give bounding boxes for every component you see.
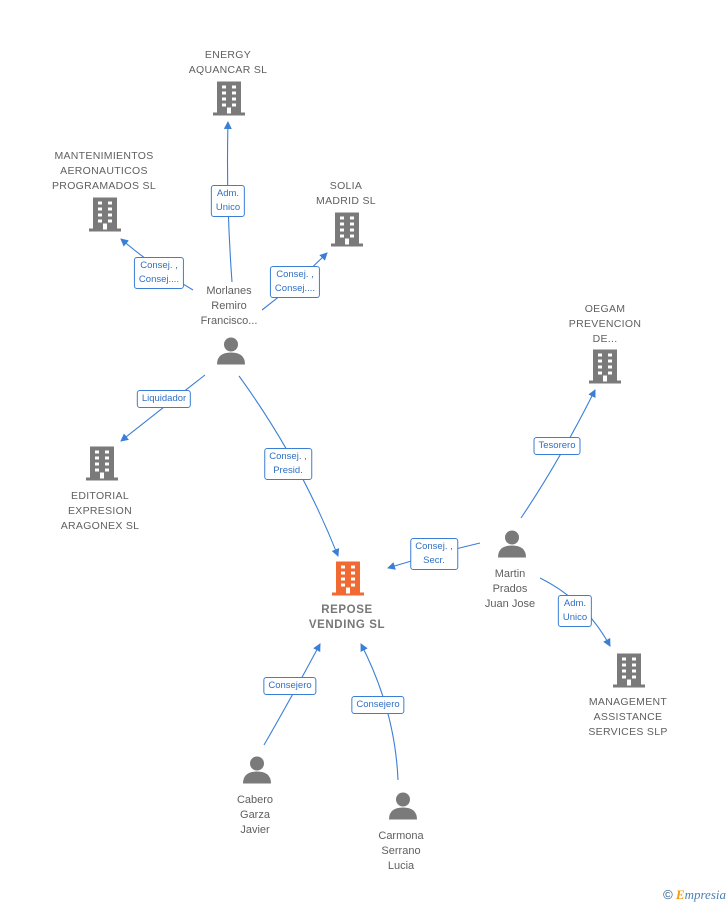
company-name-line: EDITORIAL [71,490,129,502]
role-label-consejero[interactable]: Consejero [351,696,405,714]
company-editorial-expresion[interactable]: EDITORIAL EXPRESION ARAGONEX SL [61,489,140,534]
role-label-liquidador[interactable]: Liquidador [136,390,192,408]
role-text: Tesorero [538,440,576,451]
company-name-line: MANTENIMIENTOS [54,150,154,162]
role-text: Consej.... [138,274,180,285]
company-name-line: ARAGONEX SL [60,520,140,532]
person-morlanes[interactable]: Morlanes Remiro Francisco... [201,284,258,329]
role-label-adm-unico[interactable]: Adm. Unico [557,595,593,627]
person-name-line: Lucia [387,860,415,872]
company-name-line: EXPRESION [68,505,132,517]
role-text: Consej. , [415,541,453,552]
role-text: Adm. [216,188,240,199]
role-text: Unico [215,202,241,213]
role-text: Consej. , [140,260,178,271]
person-icon[interactable] [389,792,417,825]
role-text: Adm. [563,598,587,609]
role-text: Liquidador [141,393,187,404]
company-management-assistance[interactable]: MANAGEMENT ASSISTANCE SERVICES SLP [588,695,667,740]
person-name-line: Francisco... [200,315,258,327]
role-label-consej-secr[interactable]: Consej. , Secr. [410,538,458,570]
person-name-line: Cabero [236,794,274,806]
role-label-consejero[interactable]: Consejero [263,677,317,695]
role-text: Consej. , [269,451,307,462]
person-name-line: Javier [240,824,270,836]
company-name-line: SERVICES SLP [588,726,668,738]
person-name-line: Prados [492,583,528,595]
copyright-icon: © [663,887,673,902]
role-text: Unico [562,612,588,623]
company-name-line: PROGRAMADOS SL [52,180,156,192]
role-label-consej-presid[interactable]: Consej. , Presid. [264,448,312,480]
role-label-adm-unico[interactable]: Adm. Unico [210,185,246,217]
company-solia-madrid[interactable]: SOLIA MADRID SL [316,179,376,209]
focus-building-icon[interactable] [332,561,364,601]
role-label-tesorero[interactable]: Tesorero [533,437,581,455]
company-name-line: OEGAM [584,303,626,315]
company-name-line: AQUANCAR SL [188,64,268,76]
brand-initial: E [675,887,685,902]
building-icon[interactable] [213,81,245,121]
person-icon[interactable] [217,337,245,370]
building-icon[interactable] [613,653,645,693]
role-text: Secr. [423,555,445,566]
company-name-line: MANAGEMENT [588,696,668,708]
company-name-line: REPOSE [321,604,373,616]
company-name-line: DE... [592,333,618,345]
company-name-line: SOLIA [329,180,363,192]
company-oegam-prevencion[interactable]: OEGAM PREVENCION DE... [569,302,641,347]
role-label-consej[interactable]: Consej. , Consej.... [133,257,185,289]
role-text: Consejero [268,680,312,691]
person-name-line: Carmona [378,830,424,842]
person-icon[interactable] [498,530,526,563]
person-cabero[interactable]: Cabero Garza Javier [237,793,273,838]
brand-name: mpresia [684,887,726,902]
person-name-line: Serrano [381,845,421,857]
role-label-consej[interactable]: Consej. , Consej.... [269,266,321,298]
role-text: Presid. [273,465,303,476]
person-name-line: Remiro [211,300,247,312]
edge-morlanes-editorial [120,374,206,442]
person-carmona[interactable]: Carmona Serrano Lucia [378,829,423,874]
company-name-line: AERONAUTICOS [60,165,148,177]
brand-logo: © Empresia [663,887,726,903]
building-icon[interactable] [589,349,621,389]
person-name-line: Garza [240,809,270,821]
company-name-line: ENERGY [204,49,252,61]
edge-cabero-repose [263,643,321,746]
role-text: Consejero [356,699,400,710]
person-icon[interactable] [243,756,271,789]
edge-martin-oegam [520,389,596,519]
person-martin[interactable]: Martin Prados Juan Jose [485,567,535,612]
role-text: Consej.... [274,283,316,294]
company-energy-aquancar[interactable]: ENERGY AQUANCAR SL [189,48,268,78]
company-name-line: MADRID SL [316,195,376,207]
company-name-line: VENDING SL [308,619,386,631]
building-icon[interactable] [86,446,118,486]
company-name-line: PREVENCION [568,318,642,330]
company-mantenimientos[interactable]: MANTENIMIENTOS AERONAUTICOS PROGRAMADOS … [52,149,156,194]
person-name-line: Morlanes [206,285,252,297]
company-name-line: ASSISTANCE [593,711,663,723]
person-name-line: Juan Jose [484,598,536,610]
building-icon[interactable] [89,197,121,237]
person-name-line: Martin [494,568,526,580]
company-repose-vending[interactable]: REPOSE VENDING SL [309,603,385,633]
building-icon[interactable] [331,212,363,252]
role-text: Consej. , [276,269,314,280]
